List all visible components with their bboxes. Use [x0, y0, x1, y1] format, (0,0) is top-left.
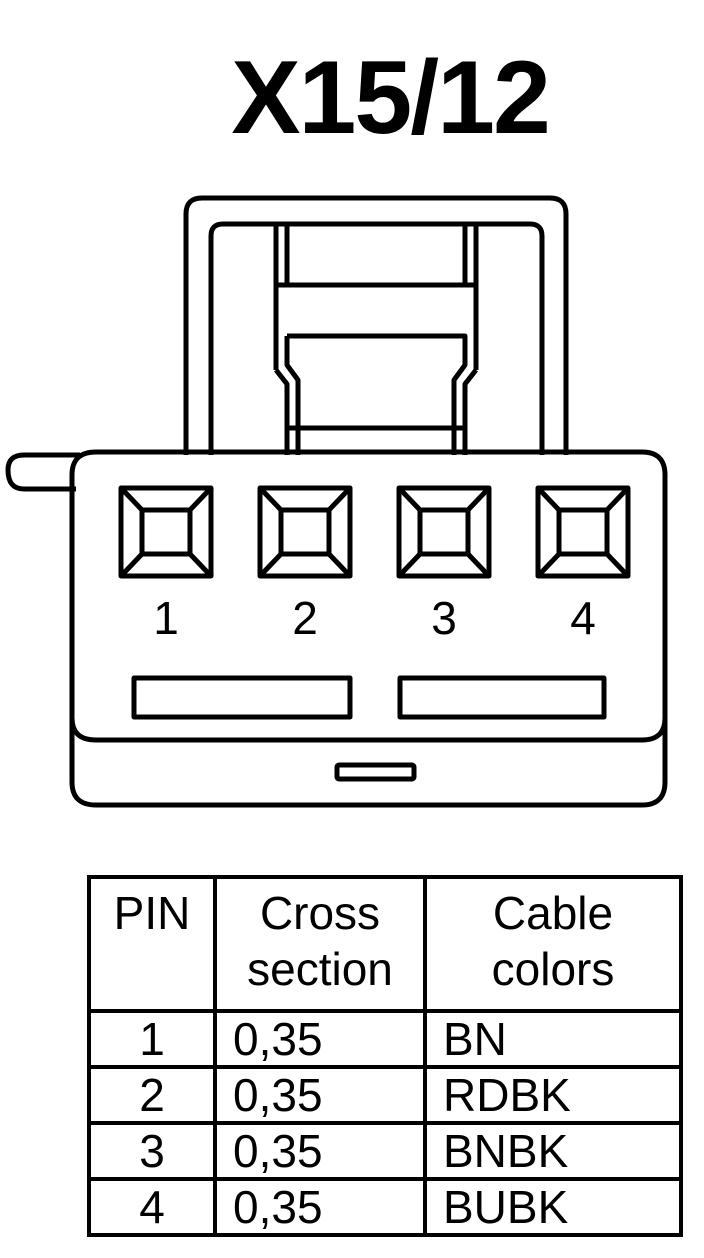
table-header-row: PIN Cross section Cable colors — [87, 875, 683, 1013]
cell-cross-section: 0,35 — [213, 1177, 427, 1237]
cell-cable-color: RDBK — [423, 1065, 683, 1125]
table-row: 3 0,35 BNBK — [87, 1121, 683, 1181]
cell-pin: 2 — [87, 1065, 217, 1125]
header-cross-section-line1: Cross — [259, 887, 381, 939]
table-row: 1 0,35 BN — [87, 1009, 683, 1069]
pin-assignment-table: PIN Cross section Cable colors 1 0,35 BN… — [87, 875, 683, 1237]
header-pin-label: PIN — [113, 887, 191, 939]
connector-title: X15/12 — [231, 40, 551, 156]
cell-cable-color: BN — [423, 1009, 683, 1069]
pin-label-3: 3 — [431, 592, 457, 644]
header-cross-section-line2: section — [247, 943, 393, 995]
pin-label-4: 4 — [570, 592, 596, 644]
pin-label-1: 1 — [153, 592, 179, 644]
header-cable-colors-line2: colors — [491, 943, 615, 995]
cell-cross-section: 0,35 — [213, 1009, 427, 1069]
latch-tongue — [273, 224, 479, 455]
pin-cell-1 — [118, 485, 214, 579]
slot-left — [131, 675, 353, 720]
header-cable-colors: Cable colors — [423, 875, 683, 1013]
pin-cell-3 — [396, 485, 492, 579]
latch-frame — [183, 195, 569, 455]
table-row: 2 0,35 RDBK — [87, 1065, 683, 1125]
cell-cable-color: BUBK — [423, 1177, 683, 1237]
side-tab — [5, 452, 80, 492]
pin-cell-4 — [535, 485, 631, 579]
cell-pin: 3 — [87, 1121, 217, 1181]
cell-pin: 1 — [87, 1009, 217, 1069]
connector-drawing — [5, 195, 668, 808]
cell-cross-section: 0,35 — [213, 1065, 427, 1125]
header-cross-section: Cross section — [213, 875, 427, 1013]
connector-body — [69, 449, 668, 808]
slot-right — [397, 675, 607, 720]
table-row: 4 0,35 BUBK — [87, 1177, 683, 1237]
header-pin: PIN — [87, 875, 217, 1013]
cell-pin: 4 — [87, 1177, 217, 1237]
pin-cell-2 — [257, 485, 353, 579]
bottom-notch — [334, 762, 417, 782]
header-cable-colors-line1: Cable — [492, 887, 614, 939]
cell-cable-color: BNBK — [423, 1121, 683, 1181]
pin-label-2: 2 — [292, 592, 318, 644]
cell-cross-section: 0,35 — [213, 1121, 427, 1181]
